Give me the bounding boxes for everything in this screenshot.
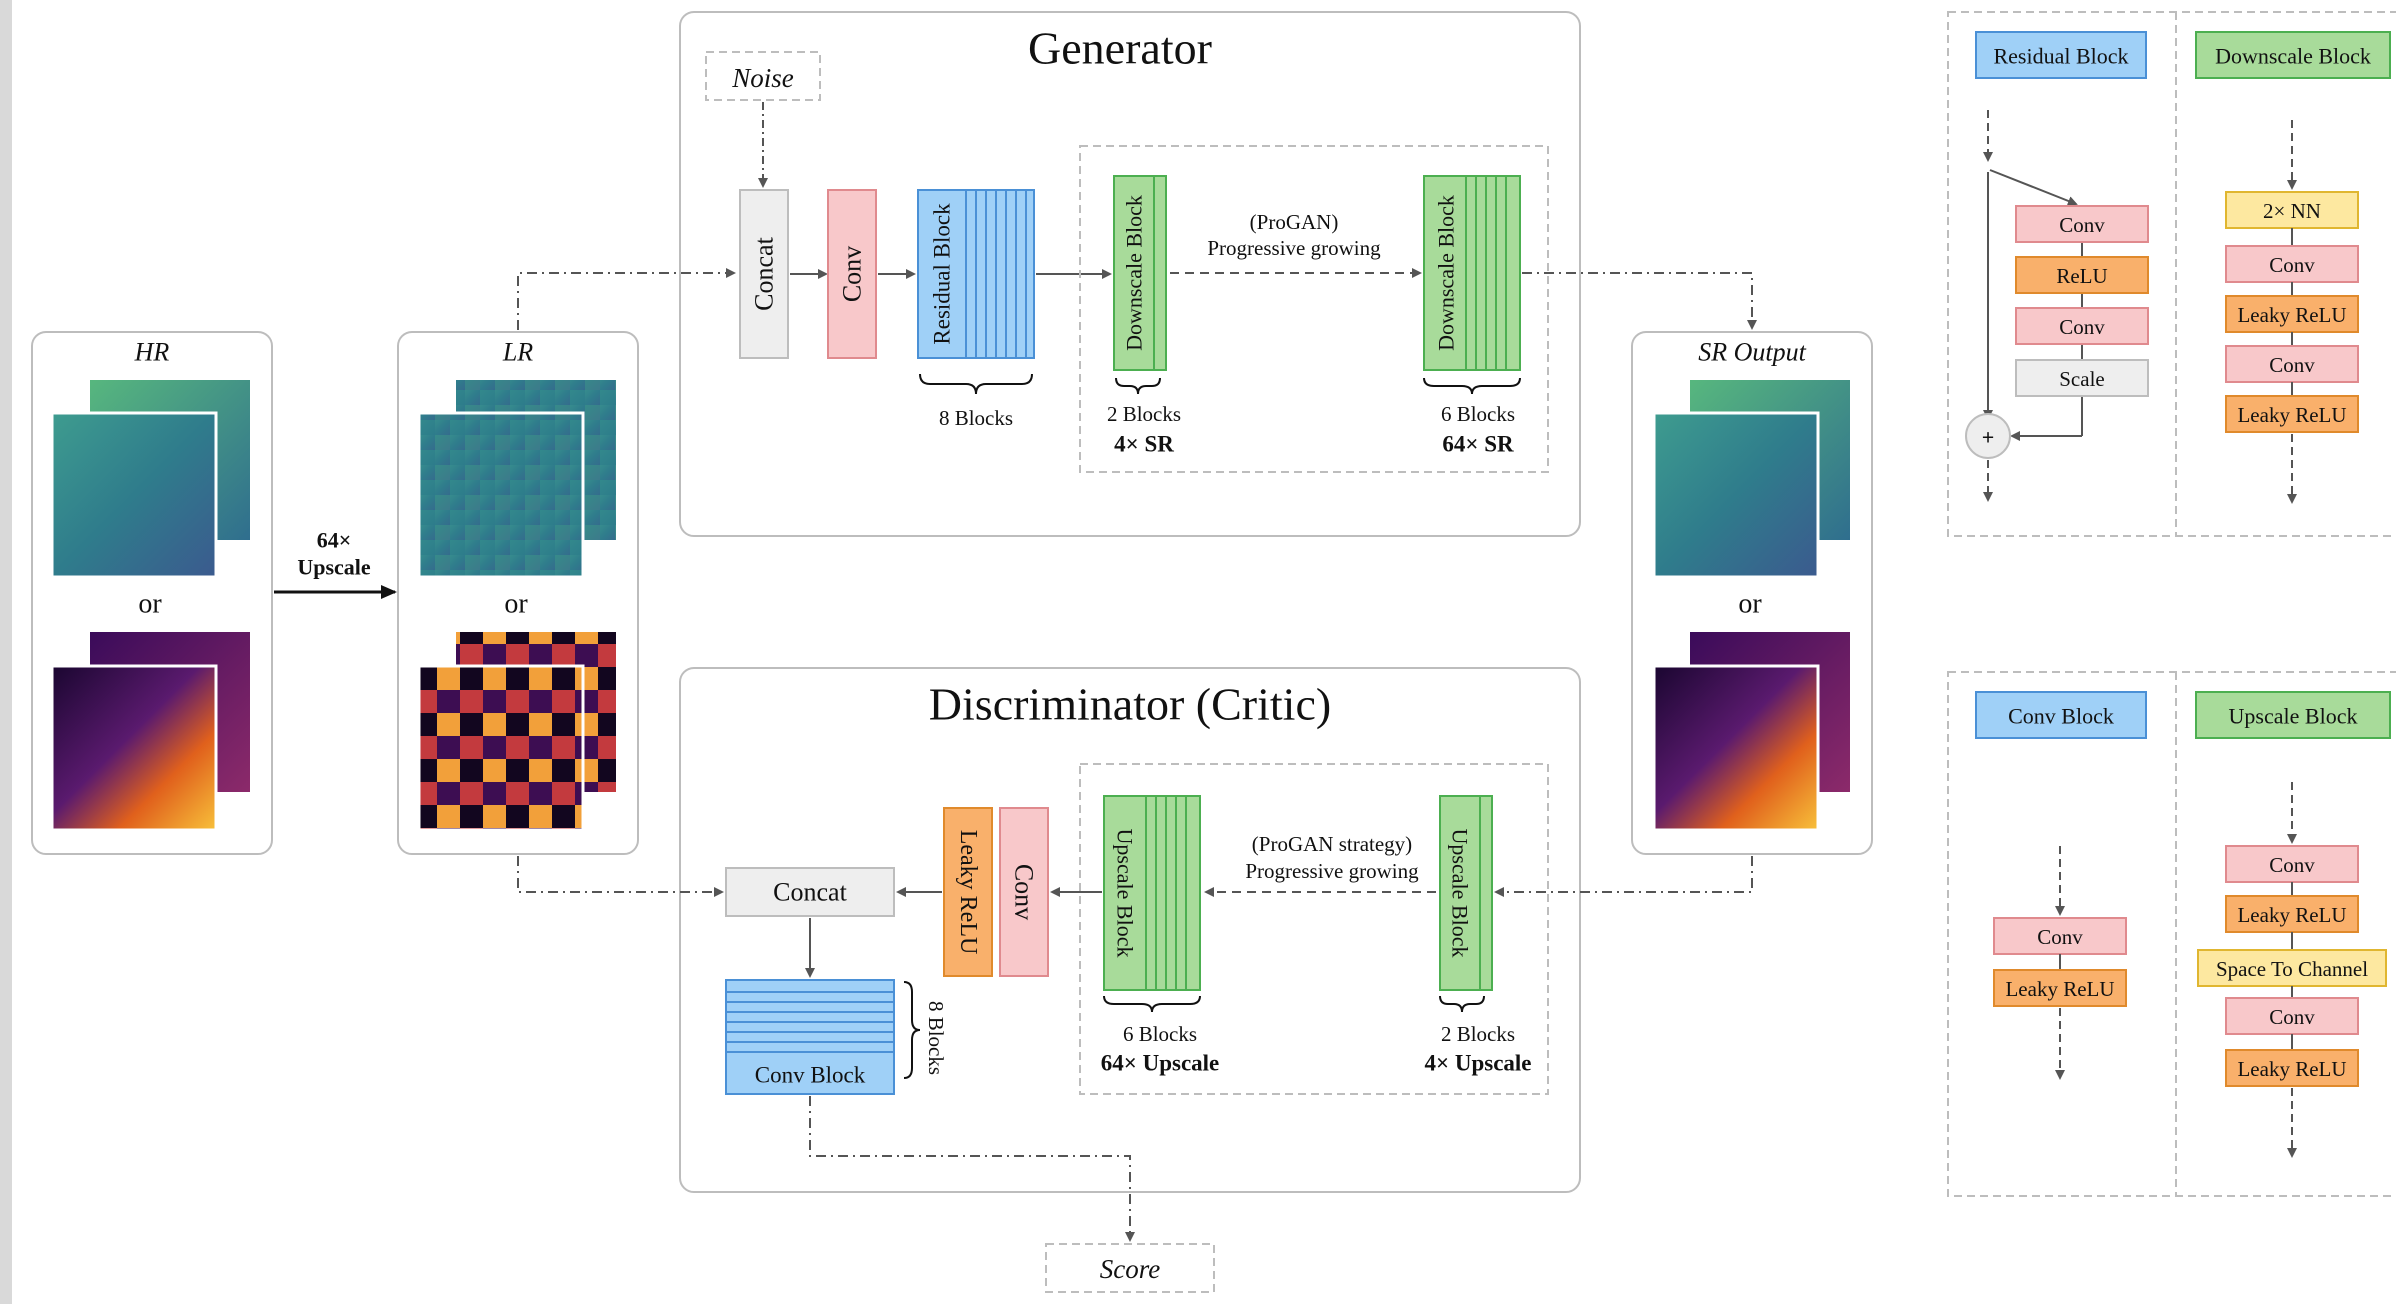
legend-upscale-item-0: Conv — [2269, 853, 2315, 877]
legend-top: Residual Block Conv ReLU Conv Scale + Do… — [1947, 11, 2396, 537]
gen-right-factor: 64× SR — [1442, 432, 1514, 457]
disc-right-count: 2 Blocks — [1441, 1022, 1515, 1046]
disc-progan-1: (ProGAN strategy) — [1252, 832, 1412, 856]
disc-left-count: 6 Blocks — [1123, 1022, 1197, 1046]
disc-convblock-label: Conv Block — [755, 1063, 866, 1088]
lr-image2-front — [417, 664, 585, 832]
legend-downscale-title: Downscale Block — [2215, 44, 2371, 69]
legend-downscale-title-box — [2195, 31, 2391, 79]
generator-title: Generator — [1028, 23, 1212, 74]
disc-convblock-count: 8 Blocks — [924, 1001, 948, 1075]
legend-bottom: Conv Block Conv Leaky ReLU Upscale Block… — [1947, 671, 2396, 1197]
hr-image-front — [50, 411, 218, 579]
disc-right-factor: 4× Upscale — [1424, 1051, 1531, 1076]
legend-residual-item-1: ReLU — [2056, 264, 2107, 288]
legend-upscale-item-3: Conv — [2269, 1005, 2315, 1029]
disc-conv-box — [999, 807, 1049, 977]
legend-residual-item-3: Scale — [2059, 367, 2104, 391]
gen-residual-label: Residual Block — [930, 203, 955, 345]
legend-plus: + — [1982, 425, 1995, 450]
legend-upscale-item-1: Leaky ReLU — [2237, 903, 2346, 927]
legend-downscale-item-1: Conv — [2269, 253, 2315, 277]
legend-upscale-title: Upscale Block — [2229, 704, 2358, 729]
gen-conv-box — [827, 189, 877, 359]
hr-or: or — [138, 589, 162, 620]
gen-progressive-region — [1079, 145, 1549, 473]
hr-label: HR — [134, 338, 170, 367]
disc-progan-2: Progressive growing — [1245, 859, 1419, 883]
gen-left-factor: 4× SR — [1114, 432, 1174, 457]
legend-conv-item-0: Conv — [2037, 925, 2083, 949]
noise-label: Noise — [731, 63, 794, 93]
disc-left-factor: 64× Upscale — [1101, 1051, 1220, 1076]
upscale-label-1: 64× — [317, 528, 352, 553]
gen-right-count: 6 Blocks — [1441, 402, 1515, 426]
disc-conv-label: Conv — [1010, 864, 1039, 920]
legend-upscale-item-4: Leaky ReLU — [2237, 1057, 2346, 1081]
legend-residual-item-2: Conv — [2059, 315, 2105, 339]
legend-downscale-item-2: Leaky ReLU — [2237, 303, 2346, 327]
gen-downscale-right-label: Downscale Block — [1434, 195, 1459, 351]
lr-panel: LR or — [397, 331, 639, 855]
sr-or: or — [1738, 589, 1762, 620]
legend-conv-item-1: Leaky ReLU — [2005, 977, 2114, 1001]
gen-to-sr-arrow — [1522, 272, 1757, 330]
gen-concat-box — [739, 189, 789, 359]
disc-to-score-arrow — [809, 1096, 1135, 1242]
disc-title: Discriminator (Critic) — [929, 679, 1331, 730]
gen-downscale-right — [1423, 175, 1521, 371]
generator-panel: Generator Noise Concat Conv Residual Blo… — [679, 11, 1581, 537]
hr-image2-front — [50, 664, 218, 832]
sr-to-disc-arrow — [1494, 856, 1753, 897]
gen-downscale-left — [1113, 175, 1167, 371]
lr-or: or — [504, 589, 528, 620]
hr-panel: HR or — [31, 331, 273, 855]
convblock-brace — [903, 981, 921, 1079]
disc-convblock-stack — [725, 979, 895, 1095]
lr-label: LR — [502, 338, 533, 367]
score-box — [1045, 1243, 1215, 1293]
lr-to-gen-arrow — [517, 268, 736, 330]
gen-left-count: 2 Blocks — [1107, 402, 1181, 426]
disc-concat-label: Concat — [773, 878, 847, 907]
gen-downscale-left-label: Downscale Block — [1122, 195, 1147, 351]
disc-upscale-right-label: Upscale Block — [1448, 829, 1473, 958]
legend-upscale-title-box — [2195, 691, 2391, 739]
legend-residual-item-0: Conv — [2059, 213, 2105, 237]
disc-upscale-right — [1439, 795, 1493, 991]
gen-residual-count: 8 Blocks — [939, 406, 1013, 430]
legend-downscale-item-0: 2× NN — [2263, 199, 2321, 223]
gen-concat-label: Concat — [750, 236, 779, 310]
score-label: Score — [1100, 1254, 1160, 1284]
legend-conv-title: Conv Block — [2008, 704, 2114, 729]
disc-leaky-label: Leaky ReLU — [955, 830, 981, 955]
legend-plus-node — [1965, 413, 2011, 459]
disc-upscale-left — [1103, 795, 1201, 991]
sr-panel: SR Output or — [1631, 331, 1873, 855]
upscale-label-2: Upscale — [297, 555, 371, 580]
residual-brace — [919, 373, 1033, 395]
gen-progan-2: Progressive growing — [1207, 236, 1381, 260]
disc-progressive-region — [1079, 763, 1549, 1095]
disc-upscale-left-label: Upscale Block — [1113, 829, 1138, 958]
gen-conv-label: Conv — [838, 246, 867, 302]
discriminator-panel: Discriminator (Critic) Upscale Block 6 B… — [679, 667, 1581, 1193]
noise-box — [705, 51, 821, 101]
sr-label: SR Output — [1698, 338, 1806, 367]
sr-image-front — [1652, 411, 1820, 579]
left-strip — [0, 0, 12, 1304]
legend-upscale-item-2: Space To Channel — [2216, 957, 2368, 981]
legend-residual-title-box — [1975, 31, 2147, 79]
sr-image2-front — [1652, 664, 1820, 832]
lr-image-front — [417, 411, 585, 579]
legend-conv-title-box — [1975, 691, 2147, 739]
legend-residual-title: Residual Block — [1993, 44, 2128, 69]
disc-concat-box — [725, 867, 895, 917]
legend-downscale-item-4: Leaky ReLU — [2237, 403, 2346, 427]
disc-leaky-box — [943, 807, 993, 977]
gen-progan-1: (ProGAN) — [1250, 210, 1339, 234]
legend-downscale-item-3: Conv — [2269, 353, 2315, 377]
